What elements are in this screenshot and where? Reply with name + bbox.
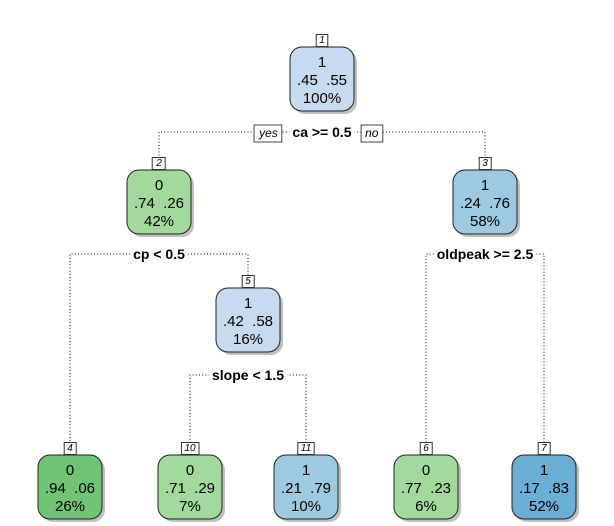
node-class: 0 [66,462,74,479]
node-percent: 7% [179,498,201,515]
split-label: slope < 1.5 [212,367,284,383]
edge-5-10 [189,374,248,443]
node-percent: 52% [529,498,559,515]
edge-3-7 [485,253,545,443]
node-id-box [151,157,166,170]
node-percent: 58% [470,213,500,230]
node-probs: .71 .29 [165,480,215,497]
split-5: slope < 1.5 [209,366,288,384]
node-percent: 26% [55,498,85,515]
node-id: 3 [482,158,488,169]
node-probs: .94 .06 [45,480,95,497]
node-id: 2 [155,158,162,169]
node-class: 1 [481,177,489,194]
split-label: cp < 0.5 [133,246,185,262]
node-id: 11 [301,443,311,454]
splits-layer: ca >= 0.5 yes no cp < 0.5 oldpeak >= 2.5 slop… [130,123,537,384]
edge-5-11 [248,374,307,443]
yes-label-text: yes [258,126,278,140]
node-class: 0 [155,177,163,194]
tree-node-6: 6 0.77 .236% [393,442,461,522]
node-id: 7 [541,443,547,454]
node-id-box [478,157,492,170]
node-id: 1 [319,35,325,46]
no-label-box [360,124,384,143]
node-percent: 42% [144,213,174,230]
node-id-box [241,275,255,288]
node-id-box [419,442,433,455]
split-label-bg [130,245,189,263]
node-probs: .24 .76 [460,195,510,212]
node-id: 10 [184,443,196,454]
edge-2-4 [69,253,159,443]
node-probs: .45 .55 [297,72,347,89]
node-class: 1 [244,295,252,312]
node-probs: .77 .23 [401,480,451,497]
node-percent: 10% [291,498,321,515]
node-class: 1 [318,54,326,71]
node-class: 0 [186,462,194,479]
no-label-text: no [365,126,379,140]
split-2: cp < 0.5 [130,245,189,263]
node-percent: 6% [415,498,437,515]
split-label: ca >= 0.5 [292,124,351,140]
node-class: 0 [422,462,430,479]
node-id: 6 [423,443,429,454]
yes-label-box [253,124,283,143]
node-id-box [297,442,315,455]
split-label-bg [433,245,537,263]
yes-label: yes [253,124,283,143]
node-probs: .17 .83 [519,480,569,497]
node-class: 1 [540,462,548,479]
node-id-box [63,442,77,455]
node-percent: 100% [303,90,341,107]
node-probs: .74 .26 [134,195,184,212]
node-id: 5 [245,276,251,287]
tree-node-10: 10 0.71 .297% [157,442,225,522]
node-class: 1 [302,462,310,479]
node-id-box [537,442,551,455]
no-label: no [360,124,384,143]
split-label-bg [289,123,355,141]
edge-2-5 [159,253,249,276]
node-probs: .21 .79 [281,480,331,497]
split-label-bg [209,366,288,384]
node-probs: .42 .58 [223,313,273,330]
edge-3-6 [425,253,485,443]
node-id: 4 [67,443,73,454]
node-id-box [180,442,200,455]
split-3: oldpeak >= 2.5 [433,245,537,263]
split-label: oldpeak >= 2.5 [437,246,534,262]
node-percent: 16% [233,331,263,348]
node-id-box [315,34,329,47]
split-1: ca >= 0.5 yes no [253,123,384,143]
